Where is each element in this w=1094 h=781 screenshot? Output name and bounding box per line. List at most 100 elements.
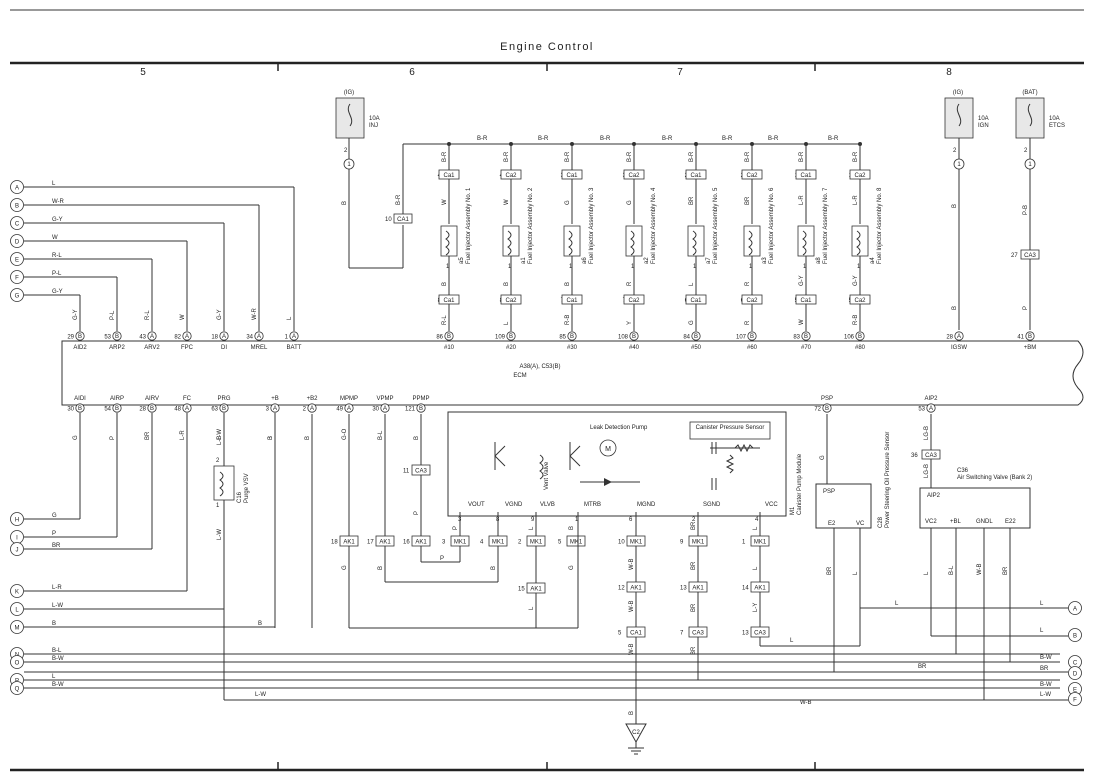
wire-label: BR — [827, 566, 833, 575]
wire-label: a7 — [706, 257, 712, 264]
ecm-pin-name: +B — [271, 396, 279, 402]
svg-text:B: B — [629, 711, 635, 715]
wire-label: L-R — [52, 585, 62, 591]
wire-label: G-Y — [217, 309, 223, 320]
wire-label: B-R — [745, 151, 751, 162]
wire-label: B — [268, 436, 274, 440]
connector-code: Ca1 — [566, 298, 578, 304]
wire-label: R-L — [52, 253, 62, 259]
ecm-pin-name: #40 — [629, 345, 640, 351]
svg-text:GNDL: GNDL — [976, 519, 993, 525]
pin-number: 13 — [680, 586, 687, 592]
wire-label: B-L — [949, 565, 955, 575]
connector — [566, 535, 586, 547]
ecm-pin-name: PPMP — [412, 396, 429, 402]
pin-number: 84 — [683, 335, 690, 341]
connector-letter: A — [383, 406, 387, 412]
wire-label: a4 — [870, 257, 876, 264]
svg-text:VC: VC — [856, 521, 865, 527]
pin-number: 1 — [285, 335, 289, 341]
fuse-ign: (IG) 10A IGN — [944, 90, 989, 139]
right-connector-D — [1068, 666, 1082, 680]
pin-number: 109 — [495, 335, 506, 341]
connector-id: F — [15, 276, 19, 282]
pin-number: 1 — [446, 264, 450, 270]
svg-text:P-B: P-B — [1023, 205, 1029, 215]
wire-label: Fuel Injector Assembly No. 4 — [651, 187, 657, 264]
left-connector-C — [10, 216, 24, 230]
wire-label: W — [442, 199, 448, 205]
connector-code: Ca2 — [746, 298, 758, 304]
wire-label: W-B — [629, 600, 635, 612]
pin-number: 5 — [618, 631, 622, 637]
pin-marker — [416, 403, 426, 413]
svg-text:1: 1 — [1028, 162, 1032, 168]
wire-label: B-L — [378, 430, 384, 440]
connector-id: E — [15, 258, 19, 264]
wire-label: W-R — [252, 307, 258, 320]
svg-text:2: 2 — [1024, 148, 1028, 154]
wire-label: G-Y — [853, 275, 859, 286]
svg-text:B-R: B-R — [538, 136, 549, 142]
connector-code: CA1 — [630, 631, 642, 637]
connector-letter: B — [632, 334, 636, 340]
svg-text:B: B — [305, 436, 311, 440]
wire-label: R — [745, 320, 751, 325]
pin-marker — [1025, 331, 1035, 341]
svg-text:VGND: VGND — [505, 502, 523, 508]
left-connector-L — [10, 602, 24, 616]
wire-label: Fuel Injector Assembly No. 1 — [466, 187, 472, 264]
connector-letter: B — [78, 406, 82, 412]
wire-label: W-B — [629, 558, 635, 570]
pin-marker — [954, 331, 964, 341]
wire-label: Fuel Injector Assembly No. 5 — [713, 187, 719, 264]
connector-id: H — [15, 518, 19, 524]
wire-label: Fuel Injector Assembly No. 8 — [877, 187, 883, 264]
wire-label: P — [414, 511, 420, 515]
svg-text:Leak Detection Pump: Leak Detection Pump — [590, 425, 648, 431]
wire-label: L-W — [217, 429, 223, 440]
svg-text:Vent Valve: Vent Valve — [544, 461, 550, 490]
ecm-bottom-pins: AIDIB30AIRPB54AIRVB28FCA48PRGB63+BA3+B2A… — [67, 396, 938, 413]
wire-label: B-R — [565, 151, 571, 162]
connector-code: AK1 — [692, 586, 704, 592]
svg-text:M1: M1 — [790, 506, 796, 515]
pin-number: 7 — [680, 631, 684, 637]
connector-id: F — [1073, 698, 1077, 704]
label: P — [440, 556, 444, 562]
connector-code: AK1 — [343, 540, 355, 546]
wire-label: G-Y — [73, 309, 79, 320]
pin-marker — [270, 403, 280, 413]
fuel-injector-2: B-R4Ca2W21a1Fuel Injector Assembly No. 2… — [500, 142, 534, 331]
wire-label: L — [529, 526, 535, 530]
section-number: 7 — [677, 67, 683, 78]
wire-label: P-L — [52, 271, 62, 277]
svg-text:+BL: +BL — [950, 519, 962, 525]
connector-letter: B — [1028, 334, 1032, 340]
svg-text:CA3: CA3 — [1024, 253, 1036, 259]
ecm-pin-name: #70 — [801, 345, 812, 351]
svg-text:Canister Pressure Sensor: Canister Pressure Sensor — [696, 425, 765, 431]
ecm-pin-name: ARV2 — [144, 345, 160, 351]
connector-code: Ca1 — [443, 173, 455, 179]
wire-label: B — [414, 436, 420, 440]
connector-code: Ca2 — [628, 173, 640, 179]
ecm-pin-name: VPMP — [376, 396, 393, 402]
ecm-pin-name: AIP2 — [924, 396, 938, 402]
pin-number: 43 — [139, 335, 146, 341]
connector-letter: A — [957, 334, 961, 340]
wire-label: W — [180, 314, 186, 320]
fuel-injectors: B-R4Ca1W21a5Fuel Injector Assembly No. 1… — [438, 142, 883, 331]
wire-label: R-B — [565, 315, 571, 325]
ecm-pin-name: PRG — [217, 396, 230, 402]
svg-text:2: 2 — [344, 148, 348, 154]
wire-label: L-W — [52, 603, 63, 609]
connector-letter: A — [292, 334, 296, 340]
pin-number: 15 — [518, 587, 525, 593]
pin-marker — [289, 331, 299, 341]
wire-label: B-W — [1040, 682, 1052, 688]
wire-label: L — [753, 566, 759, 570]
connector-code: Ca1 — [566, 173, 578, 179]
label: L-W — [255, 692, 266, 698]
ecm-block — [61, 340, 1084, 406]
